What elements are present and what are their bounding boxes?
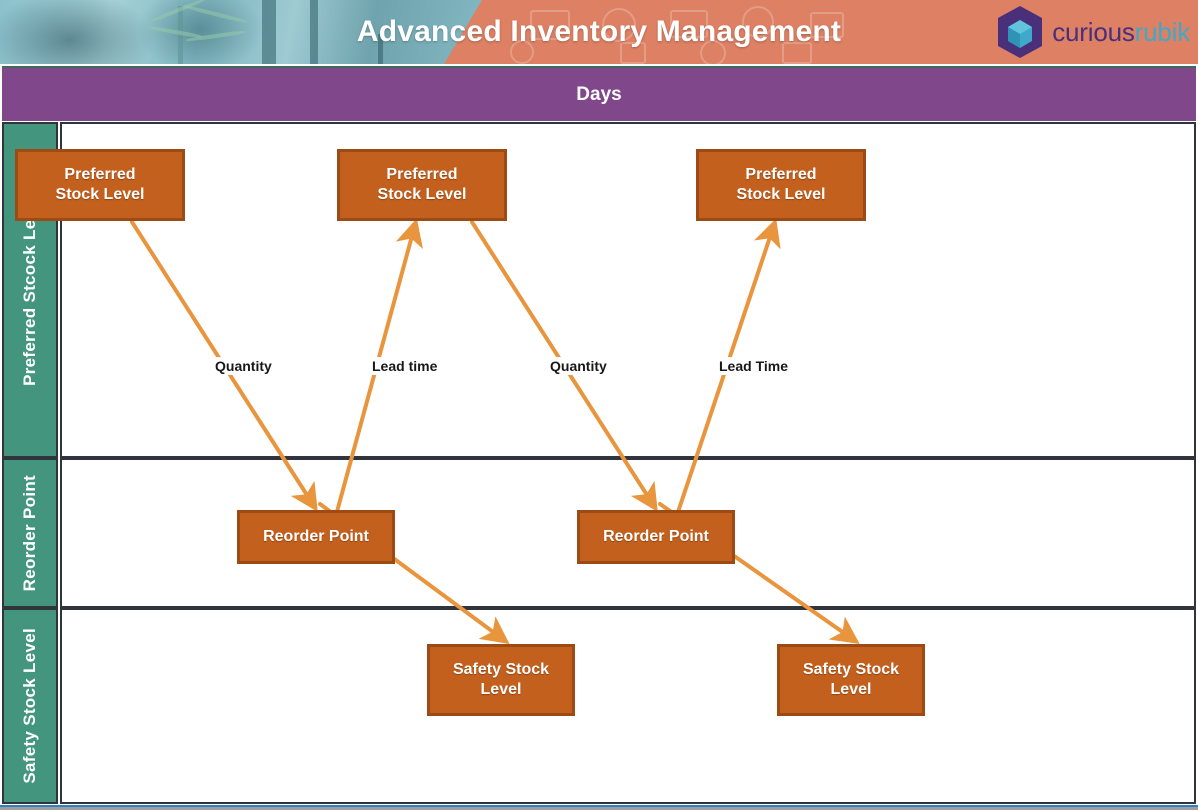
y-band-label-text: Safety Stock Level xyxy=(20,628,39,784)
y-band-label-text: Reorder Point xyxy=(20,474,39,592)
node-label: Safety Stock Level xyxy=(802,661,900,698)
edge-label-quantity-2: Quantity xyxy=(545,357,612,375)
y-band-label-text: Preferred Stcock Level xyxy=(20,194,39,386)
bottom-divider xyxy=(0,805,1198,810)
y-band-reorder-point: Reorder Point xyxy=(2,458,58,608)
edge-label-quantity-1: Quantity xyxy=(210,357,277,375)
doodle-chart-icon xyxy=(810,12,844,38)
doodle-monitor-icon xyxy=(670,10,708,38)
logo-wordmark: curiousrubik xyxy=(1052,17,1190,48)
node-safety-stock-level-1[interactable]: Safety Stock Level xyxy=(427,644,575,716)
plot-band-safety xyxy=(60,608,1196,804)
page-title: Advanced Inventory Management xyxy=(356,15,842,48)
logo-word-curious: curious xyxy=(1052,16,1135,47)
doodle-flask-icon xyxy=(620,42,646,64)
node-preferred-stock-level-3[interactable]: Preferred Stock Level xyxy=(696,149,866,221)
banner-orange-panel xyxy=(444,0,1198,64)
node-label: Reorder Point xyxy=(263,528,369,546)
node-label: Preferred Stock Level xyxy=(377,166,467,203)
doodle-bulb-icon xyxy=(510,40,534,64)
node-reorder-point-2[interactable]: Reorder Point xyxy=(577,510,735,564)
background-post-decoration xyxy=(378,34,383,64)
header-banner: Advanced Inventory Management curiousrub… xyxy=(0,0,1198,64)
doodle-clock-icon xyxy=(700,40,726,64)
plot-band-preferred xyxy=(60,122,1196,458)
background-post-decoration xyxy=(310,0,318,64)
diagram-chart-area: Preferred Stcock Level Reorder Point Saf… xyxy=(2,122,1196,804)
node-preferred-stock-level-1[interactable]: Preferred Stock Level xyxy=(15,149,185,221)
doodle-image-icon xyxy=(530,10,570,40)
node-reorder-point-1[interactable]: Reorder Point xyxy=(237,510,395,564)
edge-label-lead-time-2: Lead Time xyxy=(714,357,793,375)
rubik-cube-icon xyxy=(998,6,1043,58)
node-safety-stock-level-2[interactable]: Safety Stock Level xyxy=(777,644,925,716)
doodle-gear-icon xyxy=(742,6,774,38)
brand-logo[interactable]: curiousrubik xyxy=(994,3,1190,61)
background-post-decoration xyxy=(262,0,276,64)
y-band-safety-stock-level: Safety Stock Level xyxy=(2,608,58,804)
doodle-ruler-icon xyxy=(782,42,812,64)
node-label: Preferred Stock Level xyxy=(736,166,826,203)
edge-label-lead-time-1: Lead time xyxy=(367,357,443,375)
banner-photo-background xyxy=(0,0,500,64)
node-label: Preferred Stock Level xyxy=(55,166,145,203)
logo-word-rubik: rubik xyxy=(1134,16,1191,47)
node-preferred-stock-level-2[interactable]: Preferred Stock Level xyxy=(337,149,507,221)
node-label: Reorder Point xyxy=(603,528,709,546)
doodle-face-icon xyxy=(602,8,636,42)
x-axis-label-days: Days xyxy=(2,66,1196,121)
node-label: Safety Stock Level xyxy=(452,661,550,698)
